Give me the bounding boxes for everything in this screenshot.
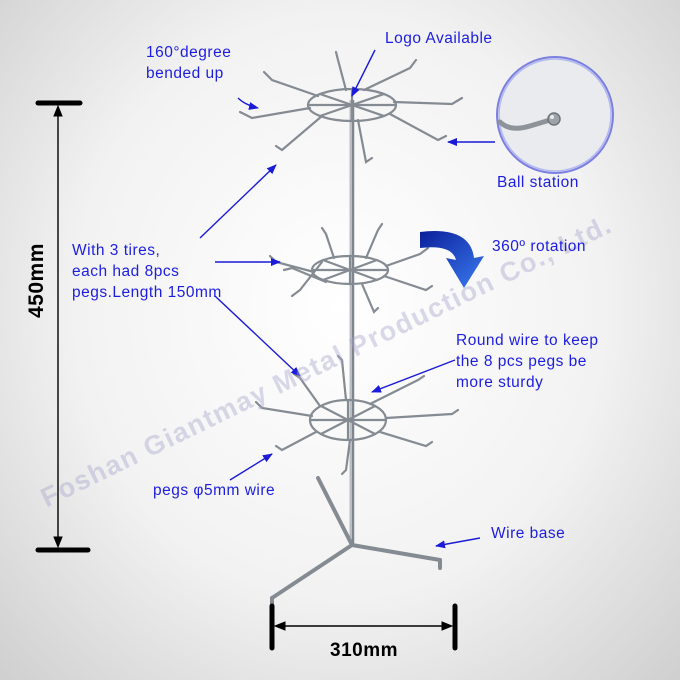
width-dimension xyxy=(269,603,458,651)
height-dimension-label: 450mm xyxy=(25,243,48,318)
tiers-label: With 3 tires, each had 8pcs pegs.Length … xyxy=(72,242,222,301)
rotation-label: 360º rotation xyxy=(492,238,587,255)
callout-arrows xyxy=(199,49,495,549)
wire-base xyxy=(270,476,442,608)
logo-label: Logo Available xyxy=(385,30,493,47)
ball-station-label: Ball station xyxy=(497,174,579,191)
tier-top xyxy=(238,50,464,164)
width-dimension-label: 310mm xyxy=(330,640,398,661)
wire-base-label: Wire base xyxy=(491,525,566,542)
height-dimension xyxy=(35,100,91,553)
pegs-wire-label: pegs φ5mm wire xyxy=(153,482,276,499)
round-wire-label: Round wire to keep the 8 pcs pegs be mor… xyxy=(456,332,599,391)
bend-angle-label: 160°degree bended up xyxy=(146,44,232,82)
rotation-arrow xyxy=(420,231,484,288)
ball-station-inset xyxy=(496,56,614,174)
